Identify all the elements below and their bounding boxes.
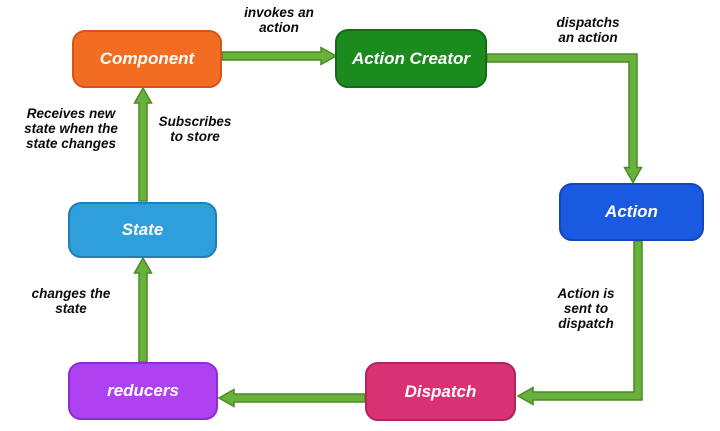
node-action-creator: Action Creator — [335, 29, 487, 88]
arrow-reducers-to-state — [133, 256, 153, 363]
node-action: Action — [559, 183, 704, 241]
node-action-creator-label: Action Creator — [351, 48, 471, 68]
node-dispatch-label: Dispatch — [404, 381, 477, 401]
edge-label-receives-new-state: Receives new state when the state change… — [24, 106, 118, 151]
arrow-action-creator-to-action — [486, 53, 643, 185]
node-action-label: Action — [605, 202, 658, 221]
edge-label-dispatchs-an-action: dispatchs an action — [556, 15, 620, 45]
node-reducers: reducers — [68, 362, 218, 420]
node-component: Component — [72, 30, 222, 88]
edge-label-changes-the-state: changes the state — [31, 286, 111, 316]
edge-label-invokes-an-action: invokes an action — [244, 5, 314, 35]
arrow-component-to-action-creator — [221, 46, 338, 66]
arrow-state-to-component — [133, 86, 153, 202]
node-component-label: Component — [99, 49, 195, 68]
node-reducers-label: reducers — [107, 381, 179, 400]
edge-label-action-sent-to-dispatch: Action is sent to dispatch — [557, 286, 615, 331]
node-state: State — [68, 202, 217, 258]
edge-label-subscribes-to-store: Subscribes to store — [158, 114, 232, 144]
arrow-dispatch-to-reducers — [217, 388, 366, 408]
node-dispatch: Dispatch — [365, 362, 516, 421]
node-state-label: State — [121, 220, 164, 239]
arrow-action-to-dispatch — [516, 240, 643, 406]
